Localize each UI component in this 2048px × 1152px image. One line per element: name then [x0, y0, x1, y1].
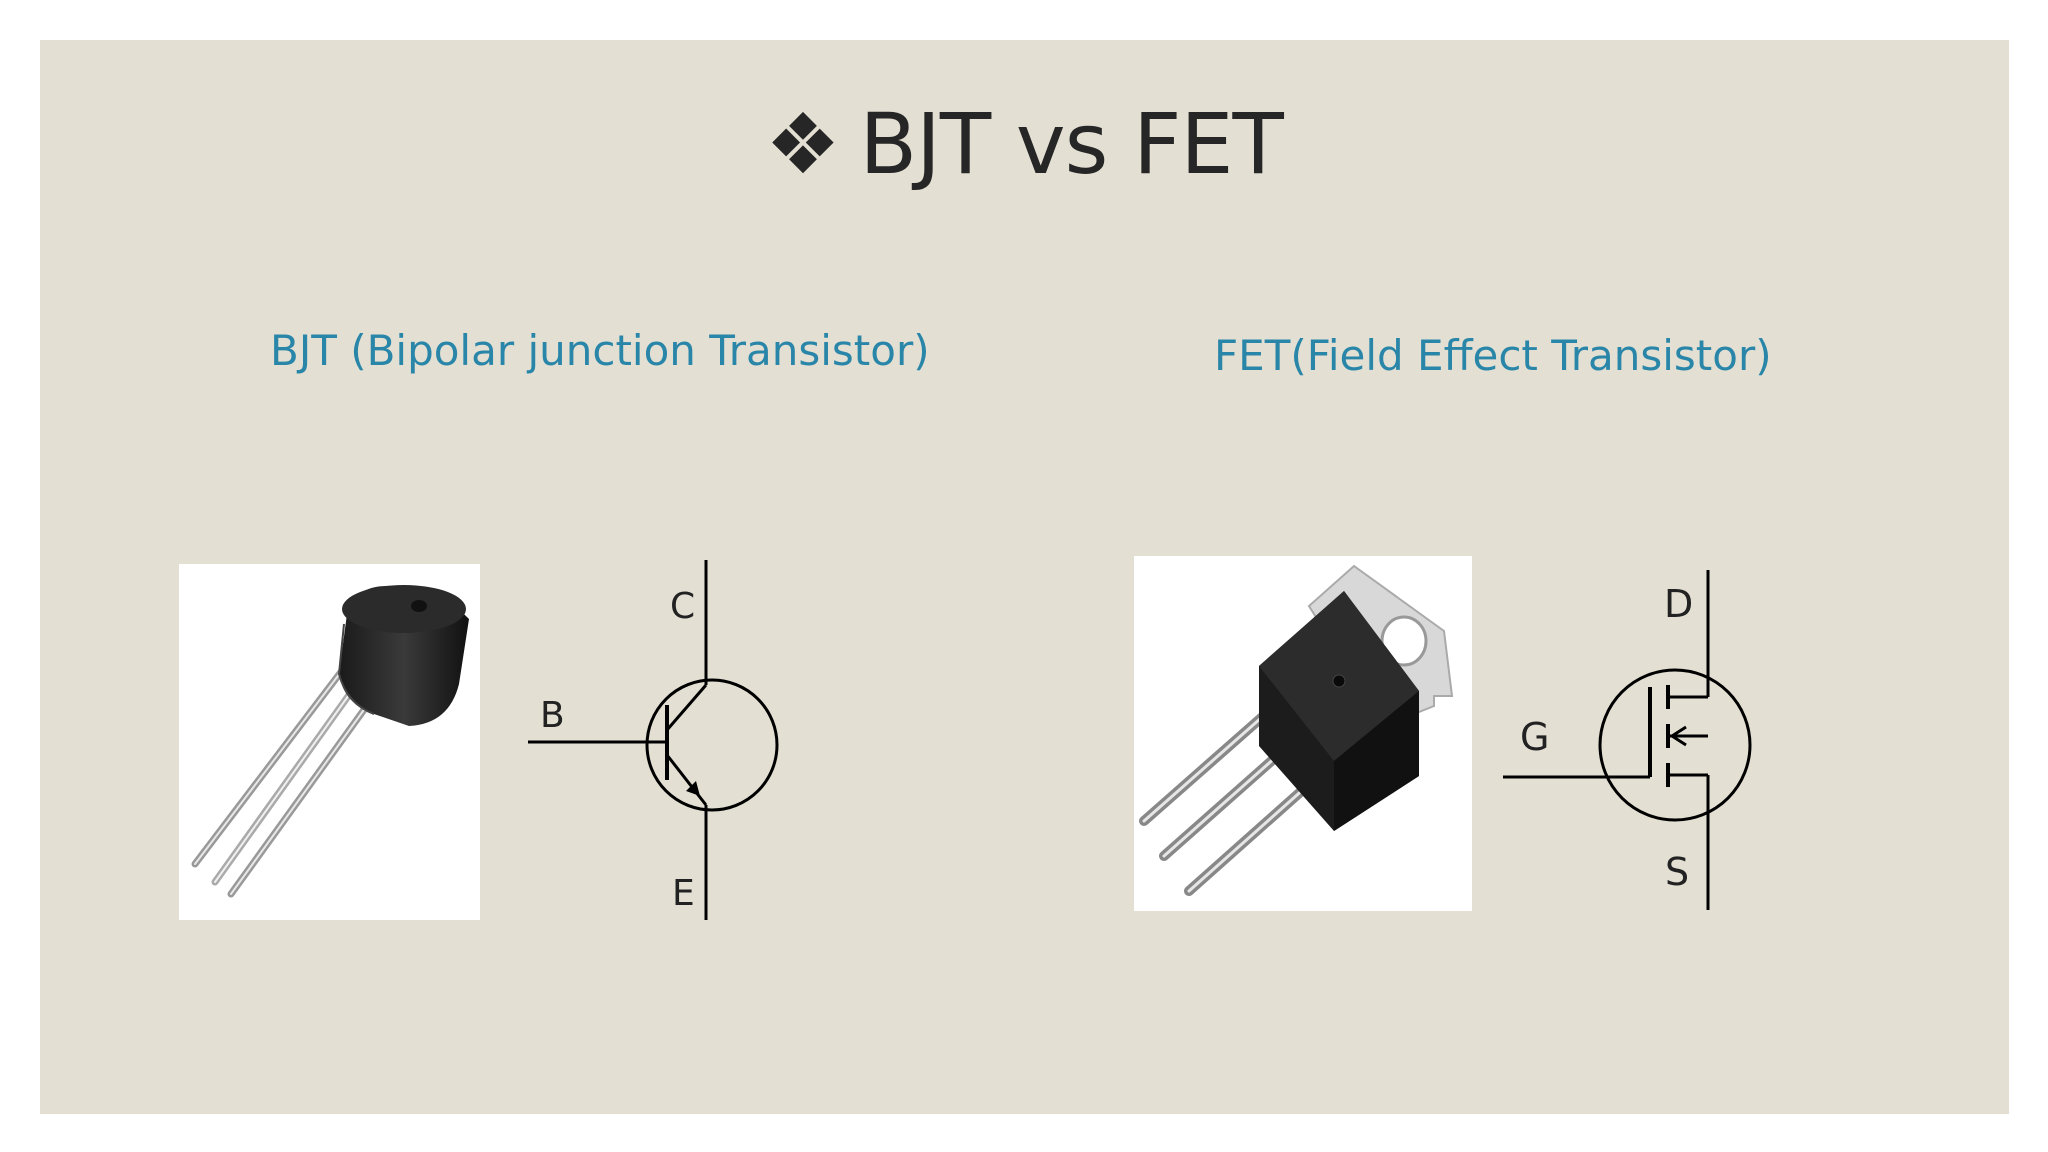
diamond-bullet-icon: ❖	[765, 95, 840, 193]
fet-symbol: D G S	[1503, 570, 1752, 910]
channel-arrow-icon	[1669, 725, 1687, 747]
label-d: D	[1664, 582, 1693, 626]
label-e: E	[672, 873, 695, 914]
collector-link	[665, 684, 708, 731]
fet-envelope	[1598, 668, 1752, 822]
bjt-transistor-illustration	[191, 585, 469, 898]
label-c: C	[670, 586, 695, 627]
slide-title: ❖BJT vs FET	[0, 95, 2048, 193]
label-s: S	[1665, 850, 1689, 894]
bjt-photo	[179, 564, 480, 920]
bjt-heading: BJT (Bipolar junction Transistor)	[270, 326, 930, 375]
emitter-arrow-icon	[686, 781, 700, 796]
emitter-link	[665, 754, 708, 806]
bjt-symbol: C B E	[528, 560, 779, 920]
fet-transistor-illustration	[1139, 564, 1454, 896]
fet-heading: FET(Field Effect Transistor)	[1214, 331, 1772, 380]
label-g: G	[1520, 715, 1549, 759]
slide-title-text: BJT vs FET	[859, 95, 1284, 193]
bjt-envelope	[645, 678, 779, 812]
label-b: B	[540, 695, 565, 736]
fet-photo	[1134, 556, 1472, 911]
